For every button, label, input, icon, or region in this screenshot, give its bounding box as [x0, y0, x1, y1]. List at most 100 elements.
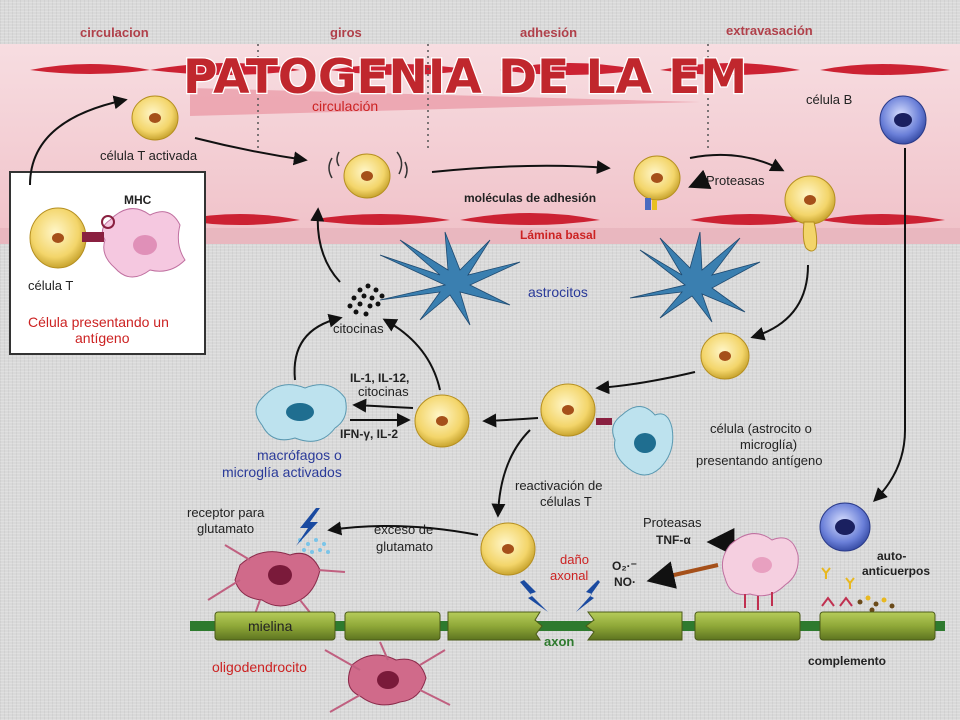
astrocyte-left [379, 231, 521, 326]
circulation-wedge [190, 88, 700, 116]
reactivated-t-cell-right [540, 383, 596, 437]
endothelium-top [30, 63, 950, 75]
axon-myelin [190, 611, 945, 641]
arrow-bottom-t-to-glutamate [327, 521, 479, 536]
activated-macrophage [255, 384, 347, 442]
phase-extravasacion: extravasación [726, 23, 813, 38]
label-celula-pres-3: presentando antígeno [696, 453, 823, 468]
presenting-cell [596, 406, 674, 476]
label-receptor-2: glutamato [197, 521, 254, 536]
arrow-reactivated-to-left-t [482, 413, 539, 428]
label-astrocitos: astrocitos [528, 284, 588, 300]
myelin-segment-3 [447, 611, 543, 641]
myelin-segment-5 [694, 611, 801, 641]
oligodendrocyte [324, 641, 451, 713]
inset-apc-nucleus [133, 235, 157, 255]
label-macrofagos-2: microglía activados [222, 464, 342, 480]
extravasating-t-cell [784, 175, 836, 252]
label-macrofagos-1: macrófagos o [257, 447, 342, 463]
label-celula-t-activada: célula T activada [100, 148, 198, 163]
rolling-t-cell [328, 151, 408, 199]
label-exceso-1: exceso de [374, 522, 433, 537]
astrocyte-right [629, 231, 761, 323]
arrow-b-cell-to-bottom [873, 148, 906, 502]
label-circulacion: circulación [312, 98, 378, 114]
label-reactivacion-1: reactivación de [515, 478, 602, 493]
label-mhc: MHC [124, 193, 152, 207]
label-lamina-basal: Lámina basal [520, 228, 596, 242]
label-receptor-1: receptor para [187, 505, 265, 520]
phase-circulacion: circulacion [80, 25, 149, 40]
lightning-left-icon [520, 580, 548, 612]
label-celula-pres-1: célula (astrocito o [710, 421, 812, 436]
label-auto-1: auto- [877, 549, 906, 563]
endothelium-bottom [180, 213, 945, 225]
glutamate-dots [298, 538, 330, 554]
myelin-segment-4 [585, 611, 683, 641]
activated-t-cell [131, 95, 179, 141]
label-auto-2: anticuerpos [862, 564, 930, 578]
label-tnf: TNF-α [656, 533, 691, 547]
phase-adhesion: adhesión [520, 25, 577, 40]
label-inset-caption-2: antígeno [75, 330, 130, 346]
label-proteasas-top: Proteasas [706, 173, 765, 188]
label-reactivacion-2: células T [540, 494, 592, 509]
arrow-extravasation-to-parenchyma [750, 264, 809, 341]
label-oligodendrocito: oligodendrocito [212, 659, 307, 675]
complement-dots [821, 595, 895, 613]
arrow-rolling-to-adhesion [431, 160, 611, 175]
arrow-inset-to-circulation [29, 95, 128, 186]
reactivated-t-cell-left [414, 394, 470, 448]
activated-microglia-bottom [721, 533, 799, 610]
label-proteasas-bottom: Proteasas [643, 515, 702, 530]
lightning-right-icon [576, 580, 600, 612]
arrow-left-t-to-macrophage [352, 398, 414, 413]
extravasated-t-cell [700, 332, 750, 380]
label-axon: axon [544, 634, 574, 649]
label-celula-pres-2: microglía) [740, 437, 797, 452]
label-citocinas: citocinas [333, 321, 384, 336]
adhering-t-cell [633, 155, 681, 210]
autoantibodies [821, 567, 855, 589]
label-exceso-2: glutamato [376, 539, 433, 554]
myelin-segment-6 [819, 611, 936, 641]
label-complemento: complemento [808, 654, 886, 668]
label-o2: O₂·⁻ [612, 559, 637, 573]
lightning-glutamate-icon [296, 508, 320, 546]
arrow-cytokines-to-vessel [310, 207, 341, 283]
arrow-parenchyma-to-reactivation [595, 371, 696, 395]
myelin-segment-1 [214, 611, 336, 641]
arrow-macrophage-to-cytokines [293, 313, 343, 381]
b-cell-top [879, 95, 927, 145]
label-ifn: IFN-γ, IL-2 [340, 427, 398, 441]
arrow-activated-to-rolling [194, 137, 308, 166]
label-inset-caption-1: Célula presentando un [28, 314, 169, 330]
phase-giros: giros [330, 25, 362, 40]
phase-headers: circulacion giros adhesión extravasación [80, 23, 813, 40]
inset-tcr [82, 232, 104, 242]
inset-antigen-presentation: MHC célula T Célula presentando un antíg… [9, 171, 206, 355]
flow-arrows [29, 95, 906, 536]
label-dano-2: axonal [550, 568, 588, 583]
label-celula-t-inset: célula T [28, 278, 73, 293]
label-il-2: citocinas [358, 384, 409, 399]
cytokine-dots [347, 283, 385, 317]
b-cell-bottom [819, 502, 871, 552]
label-mielina: mielina [248, 618, 293, 634]
proteasas-arrow [688, 169, 712, 190]
arrow-reactivation-to-bottom-t [491, 429, 531, 518]
arrow-left-t-to-cytokines [382, 318, 441, 391]
inset-mhc-molecule [101, 215, 115, 229]
label-dano-1: daño [560, 552, 589, 567]
inset-t-cell [29, 207, 87, 269]
arrow-adhesion-to-extravasation [689, 153, 785, 172]
effector-t-cell-bottom [480, 522, 536, 576]
page-title: PATOGENIA DE LA EM [183, 50, 747, 105]
label-celula-b: célula B [806, 92, 852, 107]
myelin-segment-2 [344, 611, 441, 641]
label-moleculas-adhesion: moléculas de adhesión [464, 191, 596, 205]
ros-arrow [646, 561, 719, 589]
label-no: NO· [614, 575, 636, 589]
label-il-1: IL-1, IL-12, [350, 371, 409, 385]
